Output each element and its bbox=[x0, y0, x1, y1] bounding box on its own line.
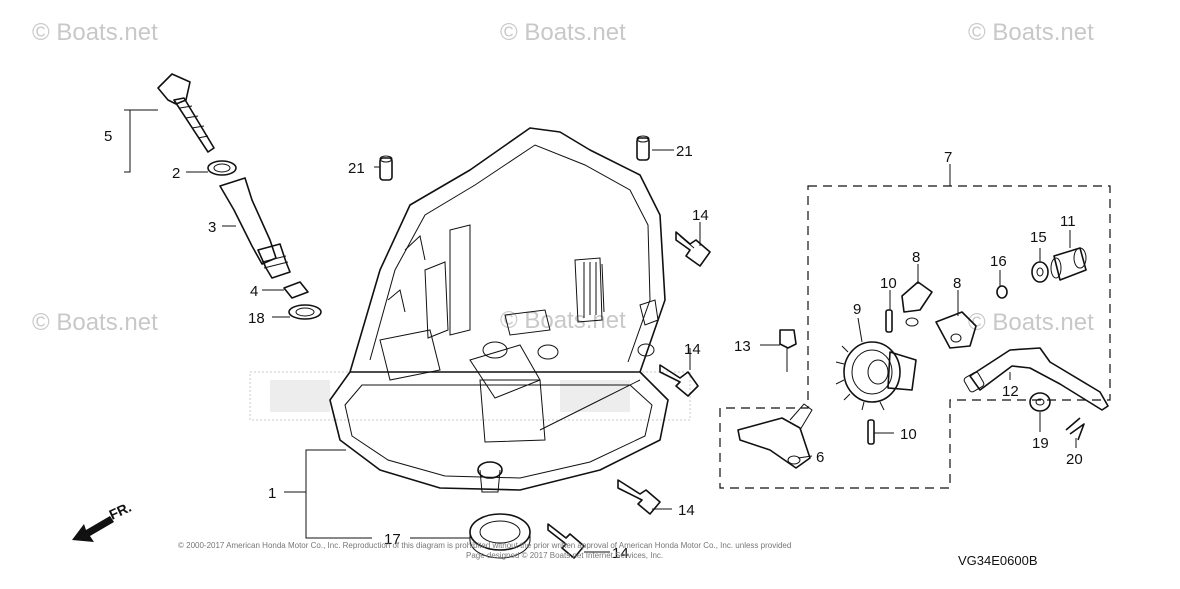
governor-gear-part-9 bbox=[835, 341, 917, 411]
clip-part-4 bbox=[283, 281, 309, 299]
callout-6: 6 bbox=[816, 449, 824, 466]
clip-part-20 bbox=[1065, 417, 1085, 441]
callout-14-lower: 14 bbox=[678, 502, 695, 519]
flange-bolt-part-14a bbox=[675, 231, 711, 267]
callout-14-mid: 14 bbox=[684, 341, 701, 358]
watermark-top-left: © Boats.net bbox=[32, 19, 158, 46]
callout-labels: 5 2 3 4 18 21 21 14 14 1 17 14 14 13 6 7… bbox=[104, 128, 1083, 562]
watermark-mid-center: © Boats.net bbox=[500, 307, 626, 334]
oil-seal-part-17 bbox=[469, 513, 531, 559]
dotted-logo-graphic bbox=[249, 371, 691, 421]
oil-level-gauge-part bbox=[157, 73, 215, 153]
callout-13: 13 bbox=[734, 338, 751, 355]
oil-filler-tube-part bbox=[219, 177, 291, 279]
callout-1: 1 bbox=[268, 485, 276, 502]
front-label: FR. bbox=[107, 499, 134, 523]
watermark-top-mid: © Boats.net bbox=[500, 19, 626, 46]
callout-2: 2 bbox=[172, 165, 180, 182]
copyright-line-1: © 2000-2017 American Honda Motor Co., In… bbox=[178, 541, 791, 550]
leader-lines bbox=[124, 109, 1077, 553]
governor-assembly-box bbox=[719, 185, 1111, 489]
callout-14-bottom: 14 bbox=[612, 545, 629, 562]
watermark-mid-left: © Boats.net bbox=[32, 309, 158, 336]
governor-slider-part-11 bbox=[1050, 247, 1087, 281]
callout-10-lower: 10 bbox=[900, 426, 917, 443]
callout-16: 16 bbox=[990, 253, 1007, 270]
copyright-line-2: Page designed © 2017 Boats.net Internet … bbox=[466, 551, 663, 560]
governor-holder-part-6 bbox=[737, 403, 813, 469]
flange-bolt-part-14d bbox=[547, 523, 585, 559]
callout-21-right: 21 bbox=[676, 143, 693, 160]
o-ring-part-18 bbox=[288, 304, 322, 320]
watermark-mid-right: © Boats.net bbox=[968, 309, 1094, 336]
callout-12: 12 bbox=[1002, 383, 1019, 400]
callout-17: 17 bbox=[384, 531, 401, 548]
flange-bolt-part-14b bbox=[637, 343, 699, 397]
dowel-pin-part-21-left bbox=[379, 155, 393, 181]
o-ring-part-2 bbox=[207, 160, 237, 176]
callout-11: 11 bbox=[1060, 213, 1076, 230]
callout-5: 5 bbox=[104, 128, 112, 145]
callout-8-left: 8 bbox=[912, 249, 920, 266]
front-direction-arrow: FR. bbox=[72, 499, 134, 542]
callout-9: 9 bbox=[853, 301, 861, 318]
washer-part-19 bbox=[1029, 392, 1051, 412]
washer-part-15 bbox=[1031, 261, 1049, 283]
clip-part-16 bbox=[996, 285, 1008, 299]
callout-8-right: 8 bbox=[953, 275, 961, 292]
callout-7: 7 bbox=[944, 149, 952, 166]
watermark-top-right: © Boats.net bbox=[968, 19, 1094, 46]
diagram-code: VG34E0600B bbox=[958, 553, 1038, 568]
callout-14-top: 14 bbox=[692, 207, 709, 224]
crankcase-cover-part bbox=[329, 127, 669, 493]
callout-20: 20 bbox=[1066, 451, 1083, 468]
governor-weight-part-8-left bbox=[901, 281, 933, 327]
callout-4: 4 bbox=[250, 283, 258, 300]
callout-18: 18 bbox=[248, 310, 265, 327]
callout-10-upper: 10 bbox=[880, 275, 897, 292]
pin-part-10-lower bbox=[867, 419, 875, 445]
flange-bolt-part-13 bbox=[779, 329, 797, 372]
callout-15: 15 bbox=[1030, 229, 1047, 246]
governor-arm-shaft-part-12 bbox=[963, 347, 1109, 411]
pin-part-10-upper bbox=[885, 309, 893, 333]
callout-19: 19 bbox=[1032, 435, 1049, 452]
callout-21-left: 21 bbox=[348, 160, 365, 177]
dowel-pin-part-21-right bbox=[636, 135, 650, 161]
flange-bolt-part-14c bbox=[617, 479, 661, 515]
callout-3: 3 bbox=[208, 219, 216, 236]
